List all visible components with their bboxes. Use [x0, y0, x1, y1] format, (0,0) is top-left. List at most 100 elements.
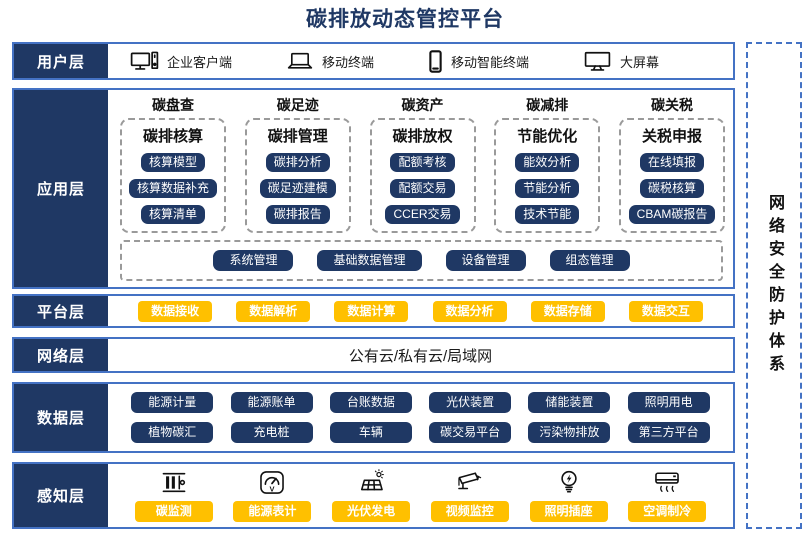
- big-screen-icon: [584, 51, 611, 71]
- app-column-box: 碳排核算 核算模型 核算数据补充 核算清单: [120, 118, 226, 233]
- app-column-header: 碳关税: [651, 97, 693, 113]
- sense-button[interactable]: 光伏发电: [332, 501, 411, 522]
- user-device-smart-mobile: 移动智能终端: [428, 49, 530, 73]
- app-column-box: 节能优化 能效分析 节能分析 技术节能: [494, 118, 601, 233]
- platform-button-row: 数据接收 数据解析 数据计算 数据分析 数据存储 数据交互: [108, 296, 733, 326]
- app-feature-button[interactable]: 碳排分析: [265, 153, 330, 172]
- app-column-subtitle: 碳排核算: [142, 128, 203, 145]
- app-column-subtitle: 碳排放权: [392, 128, 453, 145]
- app-feature-button[interactable]: 节能分析: [515, 179, 580, 198]
- app-column-box: 关税申报 在线填报 碳税核算 CBAM碳报告: [619, 118, 725, 233]
- data-source-button[interactable]: 碳交易平台: [429, 421, 512, 443]
- ac-cooling-icon: [655, 472, 680, 492]
- network-cloud-text: 公有云/私有云/局域网: [348, 347, 493, 365]
- layer-content-network: 公有云/私有云/局域网: [108, 339, 733, 371]
- app-column-carbon-footprint: 碳足迹 碳排管理 碳排分析 碳足迹建模 碳排报告: [244, 95, 351, 233]
- app-feature-button[interactable]: 核算模型: [140, 153, 205, 172]
- management-button[interactable]: 设备管理: [445, 250, 526, 271]
- layer-label-network: 网络层: [14, 339, 108, 371]
- app-feature-button[interactable]: CBAM碳报告: [628, 205, 716, 224]
- management-button[interactable]: 组态管理: [549, 250, 630, 271]
- sense-item-energy-meter: V 能源表计: [233, 469, 312, 522]
- management-button[interactable]: 基础数据管理: [317, 250, 422, 271]
- solar-power-icon: [361, 469, 384, 491]
- app-column-subtitle: 关税申报: [641, 128, 702, 145]
- data-source-row: 能源计量 能源账单 台账数据 光伏装置 储能装置 照明用电: [108, 392, 733, 414]
- app-feature-button[interactable]: 核算清单: [140, 205, 205, 224]
- app-column-header: 碳足迹: [276, 97, 319, 113]
- video-surveillance-icon: [457, 472, 482, 490]
- app-feature-button[interactable]: 配额考核: [390, 153, 455, 172]
- app-column-carbon-tariff: 碳关税 关税申报 在线填报 碳税核算 CBAM碳报告: [619, 95, 725, 233]
- layer-content-user: 企业客户端 移动终端 移动智能终端: [108, 44, 733, 78]
- svg-text:V: V: [270, 484, 275, 493]
- sense-button[interactable]: 碳监测: [134, 501, 213, 522]
- platform-button[interactable]: 数据接收: [138, 300, 213, 322]
- sense-item-ac-cooling: 空调制冷: [628, 469, 707, 522]
- user-device-label: 大屏幕: [620, 54, 660, 70]
- app-feature-button[interactable]: 在线填报: [639, 153, 704, 172]
- data-source-button[interactable]: 能源账单: [230, 392, 313, 414]
- user-device-label: 移动智能终端: [451, 54, 530, 70]
- data-source-button[interactable]: 车辆: [329, 421, 412, 443]
- data-source-button[interactable]: 充电桩: [230, 421, 313, 443]
- user-device-row: 企业客户端 移动终端 移动智能终端: [108, 44, 733, 78]
- data-source-button[interactable]: 植物碳汇: [131, 421, 214, 443]
- app-feature-button[interactable]: 技术节能: [515, 205, 580, 224]
- app-column-header: 碳资产: [401, 97, 444, 113]
- layer-application: 应用层 碳盘查 碳排核算 核算模型 核算数据补充 核算清单 碳足迹 碳排管理: [12, 88, 735, 289]
- sense-item-solar-power: 光伏发电: [332, 469, 411, 522]
- sense-button[interactable]: 空调制冷: [628, 501, 707, 522]
- platform-button[interactable]: 数据分析: [432, 300, 507, 322]
- data-source-button[interactable]: 台账数据: [329, 392, 412, 414]
- app-feature-button[interactable]: 碳排报告: [265, 205, 330, 224]
- app-feature-button[interactable]: 配额交易: [390, 179, 455, 198]
- app-feature-button[interactable]: 核算数据补充: [128, 179, 217, 198]
- layer-content-platform: 数据接收 数据解析 数据计算 数据分析 数据存储 数据交互: [108, 296, 733, 326]
- data-source-button[interactable]: 能源计量: [131, 392, 214, 414]
- app-columns: 碳盘查 碳排核算 核算模型 核算数据补充 核算清单 碳足迹 碳排管理 碳排分析 …: [108, 90, 733, 233]
- data-source-button[interactable]: 第三方平台: [627, 421, 710, 443]
- data-source-button[interactable]: 光伏装置: [429, 392, 512, 414]
- management-button[interactable]: 系统管理: [213, 250, 294, 271]
- layer-content-data: 能源计量 能源账单 台账数据 光伏装置 储能装置 照明用电 植物碳汇 充电桩 车…: [108, 384, 733, 451]
- app-feature-button[interactable]: 能效分析: [515, 153, 580, 172]
- layer-label-data: 数据层: [14, 384, 108, 451]
- app-feature-button[interactable]: CCER交易: [385, 205, 460, 224]
- sense-item-lighting-socket: 照明插座: [529, 469, 608, 522]
- app-feature-button[interactable]: 碳足迹建模: [259, 179, 336, 198]
- data-source-button[interactable]: 污染物排放: [528, 421, 611, 443]
- desktop-pc-icon: [130, 51, 159, 70]
- sense-item-video-surveillance: 视频监控: [430, 469, 509, 522]
- sense-button[interactable]: 视频监控: [430, 501, 509, 522]
- app-column-subtitle: 节能优化: [517, 128, 578, 145]
- user-device-mobile-terminal: 移动终端: [286, 51, 374, 71]
- platform-button[interactable]: 数据存储: [530, 300, 605, 322]
- layer-data: 数据层 能源计量 能源账单 台账数据 光伏装置 储能装置 照明用电 植物碳汇 充…: [12, 382, 735, 453]
- app-column-box: 碳排放权 配额考核 配额交易 CCER交易: [369, 118, 476, 233]
- app-column-header: 碳减排: [526, 97, 569, 113]
- app-feature-button[interactable]: 碳税核算: [639, 179, 704, 198]
- app-column-header: 碳盘查: [152, 97, 194, 113]
- data-source-button[interactable]: 照明用电: [627, 392, 710, 414]
- layer-label-application: 应用层: [14, 90, 108, 287]
- energy-meter-icon: V: [260, 471, 285, 494]
- layer-sense: 感知层 碳监测: [12, 462, 735, 529]
- app-column-carbon-inventory: 碳盘查 碳排核算 核算模型 核算数据补充 核算清单: [120, 95, 226, 233]
- platform-button[interactable]: 数据解析: [236, 300, 311, 322]
- layer-user: 用户层 企业客户端 移动终端: [12, 42, 735, 80]
- layer-label-sense: 感知层: [14, 464, 108, 527]
- layer-label-user: 用户层: [14, 44, 108, 78]
- sense-item-carbon-monitor: 碳监测: [134, 469, 213, 522]
- platform-button[interactable]: 数据计算: [334, 300, 409, 322]
- data-source-button[interactable]: 储能装置: [528, 392, 611, 414]
- app-column-subtitle: 碳排管理: [267, 128, 328, 145]
- sense-item-row: 碳监测 V 能源表计: [108, 464, 733, 527]
- sense-button[interactable]: 能源表计: [233, 501, 312, 522]
- data-source-grid: 能源计量 能源账单 台账数据 光伏装置 储能装置 照明用电 植物碳汇 充电桩 车…: [108, 384, 733, 451]
- sense-button[interactable]: 照明插座: [529, 501, 608, 522]
- network-security-box: 网络安全防护体系: [746, 42, 802, 529]
- user-device-enterprise-client: 企业客户端: [130, 51, 232, 72]
- platform-button[interactable]: 数据交互: [628, 300, 703, 322]
